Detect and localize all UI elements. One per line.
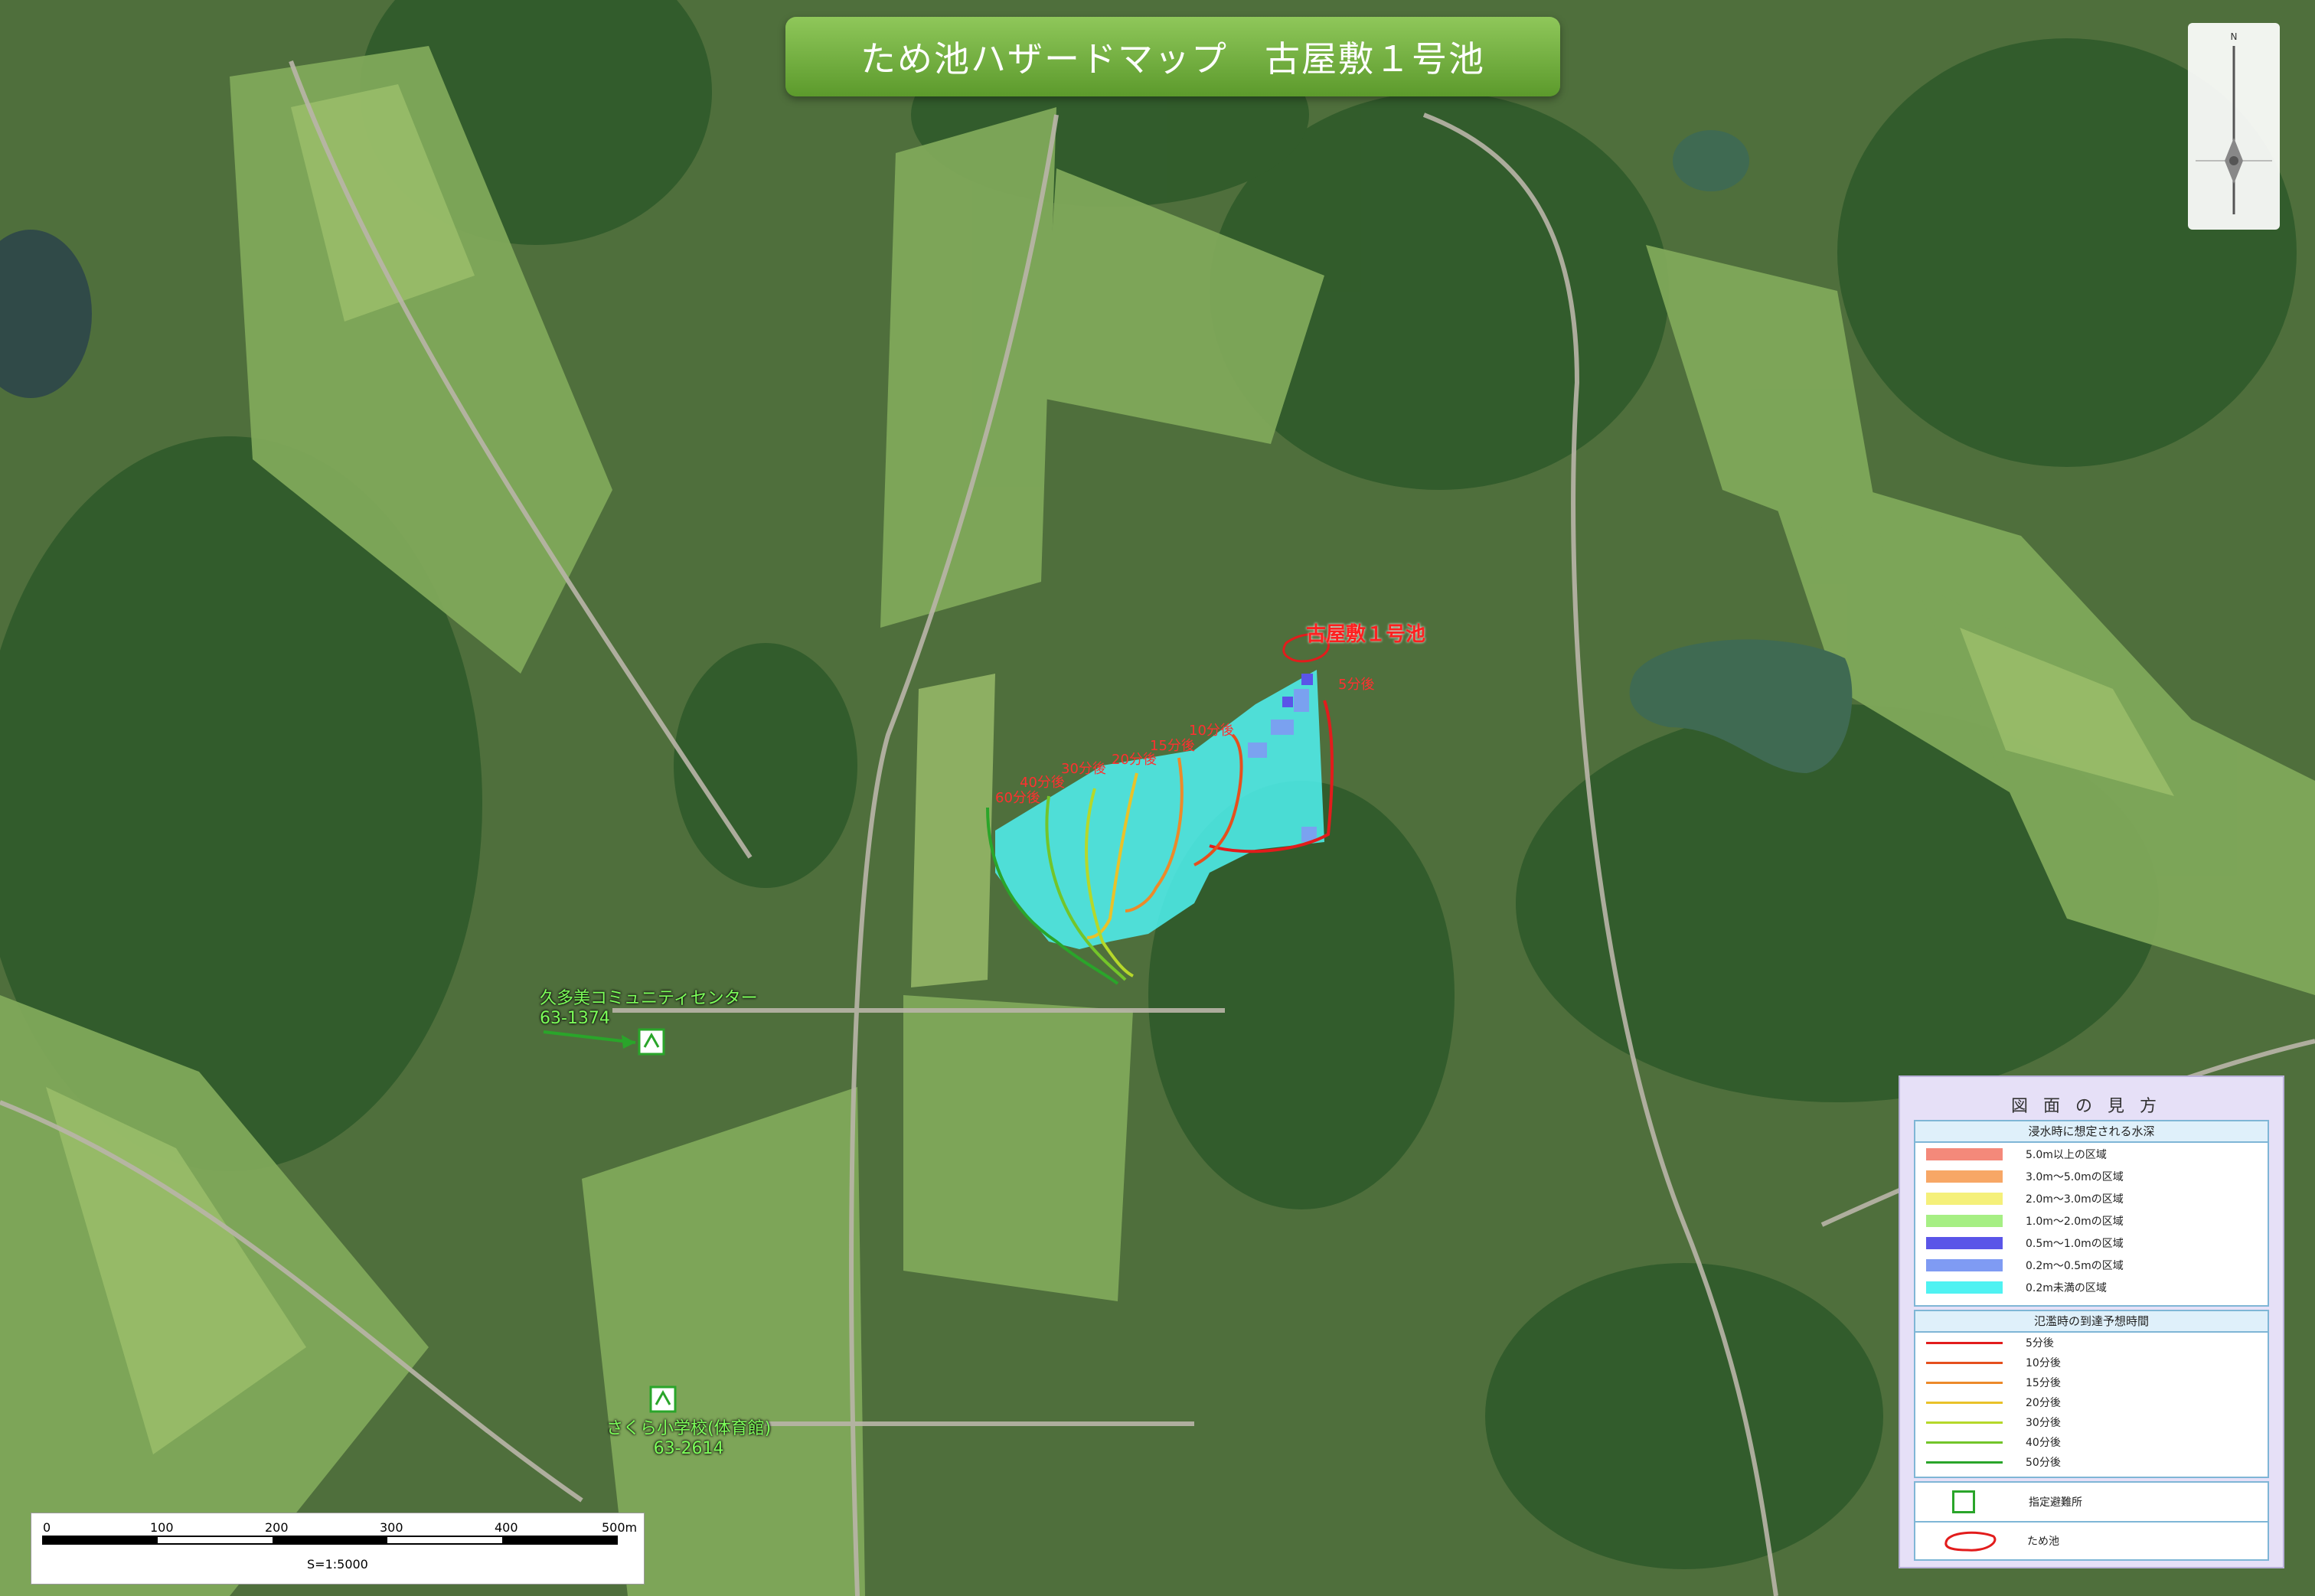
time-line-swatch	[1926, 1441, 2003, 1444]
pond-name-label: 古屋敷１号池	[1306, 623, 1426, 646]
legend-depth-box: 浸水時に想定される水深 5.0m以上の区域 3.0m～5.0mの区域 2.0m～…	[1914, 1120, 2269, 1307]
shelter-name: 久多美コミュニティセンター	[540, 989, 758, 1008]
shelter-phone: 63-1374	[540, 1009, 610, 1028]
time-label-5: 5分後	[1338, 677, 1375, 693]
scale-tick-label: 100	[150, 1520, 174, 1535]
map-legend: 図面の見方 浸水時に想定される水深 5.0m以上の区域 3.0m～5.0mの区域…	[1899, 1075, 2284, 1568]
depth-swatch	[1926, 1281, 2003, 1294]
depth-swatch	[1926, 1236, 2003, 1249]
legend-depth-item: 5.0m以上の区域	[1915, 1143, 2268, 1165]
legend-symbol-box: 指定避難所 ため池	[1914, 1481, 2269, 1561]
depth-label: 0.5m～1.0mの区域	[2026, 1237, 2124, 1250]
legend-time-item: 40分後	[1915, 1432, 2268, 1452]
pond-outline-icon	[1944, 1531, 1997, 1552]
shelter-label-community: 久多美コミュニティセンター 63-1374	[540, 984, 758, 1028]
shelter-phone: 63-2614	[653, 1439, 724, 1458]
scale-tick-label: 0	[43, 1520, 51, 1535]
depth-swatch	[1926, 1258, 2003, 1271]
scale-ratio: S=1:5000	[307, 1557, 368, 1572]
scale-tick-label: 200	[265, 1520, 289, 1535]
depth-swatch	[1926, 1214, 2003, 1227]
depth-label: 0.2m～0.5mの区域	[2026, 1259, 2124, 1272]
scale-tick-label: 400	[495, 1520, 518, 1535]
time-label: 15分後	[2026, 1377, 2061, 1389]
time-label: 40分後	[2026, 1437, 2061, 1449]
time-label: 10分後	[2026, 1357, 2061, 1369]
time-label-10: 10分後	[1189, 723, 1234, 739]
map-title: ため池ハザードマップ 古屋敷１号池	[785, 17, 1560, 96]
depth-swatch	[1926, 1192, 2003, 1205]
legend-time-item: 5分後	[1915, 1333, 2268, 1353]
depth-swatch	[1926, 1170, 2003, 1183]
legend-time-header: 氾濫時の到達予想時間	[1915, 1311, 2268, 1333]
shelter-name: さくら小学校(体育館)	[606, 1419, 772, 1438]
scale-bar: 0 100 200 300 400 500m S=1:5000	[31, 1513, 645, 1585]
compass-rose: N	[2188, 23, 2280, 230]
legend-depth-item: 0.5m～1.0mの区域	[1915, 1232, 2268, 1254]
legend-pond-row: ため池	[1915, 1523, 2268, 1559]
time-label: 20分後	[2026, 1397, 2061, 1409]
depth-label: 2.0m～3.0mの区域	[2026, 1193, 2124, 1206]
legend-depth-item: 0.2m未満の区域	[1915, 1276, 2268, 1298]
time-line-swatch	[1926, 1361, 2003, 1364]
legend-title: 図面の見方	[2010, 1097, 2172, 1116]
legend-depth-header: 浸水時に想定される水深	[1915, 1121, 2268, 1143]
legend-shelter-label: 指定避難所	[2029, 1496, 2082, 1509]
compass-north-label: N	[2231, 31, 2238, 42]
scale-tick-label: 500m	[602, 1520, 637, 1535]
time-label-60: 60分後	[995, 790, 1040, 806]
time-line-swatch	[1926, 1421, 2003, 1424]
legend-time-item: 15分後	[1915, 1372, 2268, 1392]
shelter-icon[interactable]	[638, 1028, 665, 1056]
time-label: 50分後	[2026, 1457, 2061, 1469]
time-label: 5分後	[2026, 1337, 2054, 1350]
legend-time-box: 氾濫時の到達予想時間 5分後 10分後 15分後 20分後 30分後 40分後 …	[1914, 1310, 2269, 1478]
legend-depth-item: 2.0m～3.0mの区域	[1915, 1187, 2268, 1209]
time-label-30: 30分後	[1061, 761, 1106, 777]
time-label-20: 20分後	[1112, 752, 1157, 768]
legend-depth-item: 1.0m～2.0mの区域	[1915, 1209, 2268, 1232]
time-line-swatch	[1926, 1341, 2003, 1344]
time-label: 30分後	[2026, 1417, 2061, 1429]
legend-shelter-row: 指定避難所	[1915, 1483, 2268, 1523]
time-line-swatch	[1926, 1401, 2003, 1404]
legend-time-item: 20分後	[1915, 1392, 2268, 1412]
scale-tick-label: 300	[380, 1520, 403, 1535]
depth-label: 1.0m～2.0mの区域	[2026, 1215, 2124, 1228]
time-label-40: 40分後	[1020, 775, 1065, 791]
depth-swatch	[1926, 1147, 2003, 1160]
legend-depth-item: 0.2m～0.5mの区域	[1915, 1254, 2268, 1276]
shelter-icon	[1952, 1490, 1975, 1513]
depth-label: 3.0m～5.0mの区域	[2026, 1170, 2124, 1183]
time-label-15: 15分後	[1150, 738, 1195, 754]
time-line-swatch	[1926, 1461, 2003, 1464]
depth-label: 5.0m以上の区域	[2026, 1148, 2107, 1161]
legend-time-item: 30分後	[1915, 1412, 2268, 1432]
legend-time-item: 50分後	[1915, 1452, 2268, 1472]
shelter-label-school: さくら小学校(体育館) 63-2614	[606, 1415, 771, 1458]
time-line-swatch	[1926, 1381, 2003, 1384]
depth-label: 0.2m未満の区域	[2026, 1281, 2107, 1294]
shelter-icon[interactable]	[649, 1385, 677, 1413]
legend-time-item: 10分後	[1915, 1353, 2268, 1372]
legend-pond-label: ため池	[2027, 1536, 2059, 1548]
legend-depth-item: 3.0m～5.0mの区域	[1915, 1165, 2268, 1187]
